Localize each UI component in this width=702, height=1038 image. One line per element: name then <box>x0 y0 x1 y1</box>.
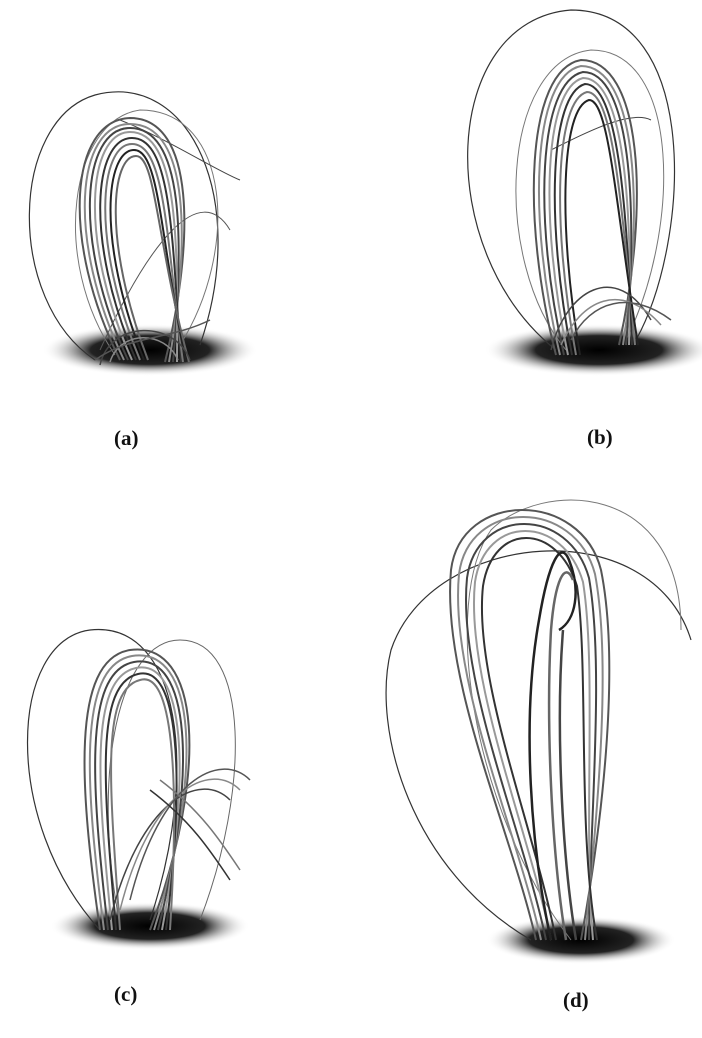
panel-c: (c) <box>0 470 351 1038</box>
flux-rope-figure-a <box>0 0 351 470</box>
footpoint-shadow <box>42 324 258 376</box>
panel-a: (a) <box>0 0 351 470</box>
panel-label-d: (d) <box>563 988 589 1013</box>
flux-rope-figure-b <box>351 0 702 470</box>
flux-rope-figure-c <box>0 470 351 1038</box>
panel-d: (d) <box>351 470 702 1038</box>
panel-b: (b) <box>351 0 702 470</box>
flux-rope-figure-d <box>351 470 702 1038</box>
panel-label-c: (c) <box>114 982 137 1007</box>
panel-label-b: (b) <box>587 425 613 450</box>
panel-label-a: (a) <box>114 426 139 451</box>
